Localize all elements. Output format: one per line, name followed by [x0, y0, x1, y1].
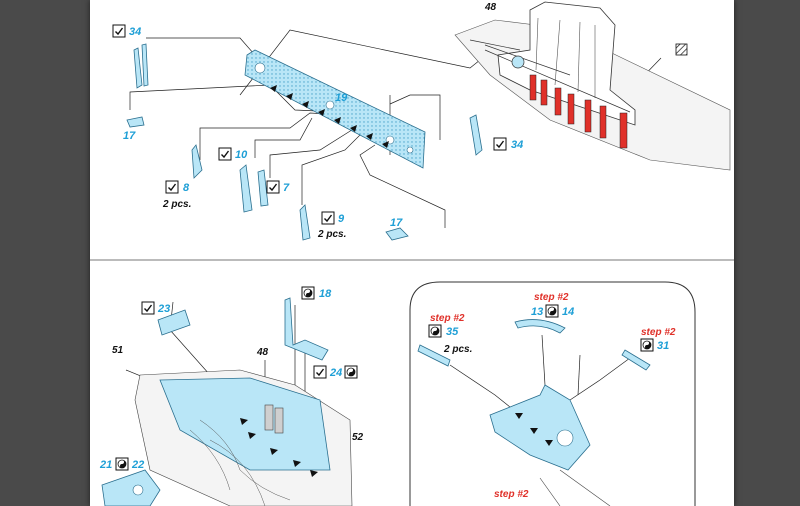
fuselage-frame-sketch: [454, 1, 731, 171]
yin-yang-icon: [115, 457, 129, 471]
label-7: 7: [283, 182, 290, 194]
check-bend-icon: [493, 137, 507, 151]
yin-yang-icon: [301, 286, 315, 300]
label-22: 22: [131, 459, 144, 471]
label-23: 23: [157, 303, 170, 315]
label-9-qty: 2 pcs.: [317, 229, 346, 240]
label-17: 17: [390, 217, 403, 229]
label-21: 21: [99, 459, 112, 471]
step-label: step #2: [534, 292, 569, 303]
label-10: 10: [235, 149, 248, 161]
yin-yang-icon: [428, 324, 442, 338]
label-34: 34: [511, 139, 523, 151]
red-ribs: [529, 74, 628, 149]
label-31: 31: [657, 340, 669, 352]
check-bend-icon: [266, 180, 280, 194]
check-bend-icon: [321, 211, 335, 225]
top-panel: 48 34 17 19 10 8 2 pcs. 7 9 2 pcs. 17 34: [112, 1, 731, 241]
label-14: 14: [562, 306, 574, 318]
label-51: 51: [112, 345, 124, 356]
yin-yang-icon: [545, 304, 559, 318]
instruction-page[interactable]: 48 34 17 19 10 8 2 pcs. 7 9 2 pcs. 17 34: [90, 0, 734, 506]
label-35-qty: 2 pcs.: [443, 344, 472, 355]
label-8-qty: 2 pcs.: [162, 199, 191, 210]
check-bend-icon: [165, 180, 179, 194]
label-17: 17: [123, 130, 136, 142]
label-52: 52: [352, 432, 364, 443]
label-9: 9: [338, 213, 345, 225]
yin-yang-icon: [344, 365, 358, 379]
check-bend-icon: [112, 24, 126, 38]
hatched-square-icon: [675, 43, 688, 56]
step-label: step #2: [494, 489, 529, 500]
label-18: 18: [319, 288, 332, 300]
label-8: 8: [183, 182, 190, 194]
bottom-left-panel: 23 18 51 48 24 52 21 22: [99, 286, 364, 506]
label-34: 34: [129, 26, 141, 38]
check-bend-icon: [313, 365, 327, 379]
step-inset-panel: step #2 35 2 pcs. step #2 13 14 step #2 …: [409, 281, 696, 506]
step-label: step #2: [430, 313, 465, 324]
check-bend-icon: [141, 301, 155, 315]
yin-yang-icon: [640, 338, 654, 352]
label-48: 48: [484, 2, 497, 13]
part-19-strip: [244, 49, 426, 169]
label-35: 35: [446, 326, 459, 338]
label-24: 24: [329, 367, 342, 379]
label-13: 13: [531, 306, 543, 318]
label-48: 48: [256, 347, 269, 358]
assembly-diagram: 48 34 17 19 10 8 2 pcs. 7 9 2 pcs. 17 34: [90, 1, 734, 506]
check-bend-icon: [218, 147, 232, 161]
step-label: step #2: [641, 327, 676, 338]
small-parts-top: [126, 43, 483, 241]
label-19: 19: [335, 92, 348, 104]
